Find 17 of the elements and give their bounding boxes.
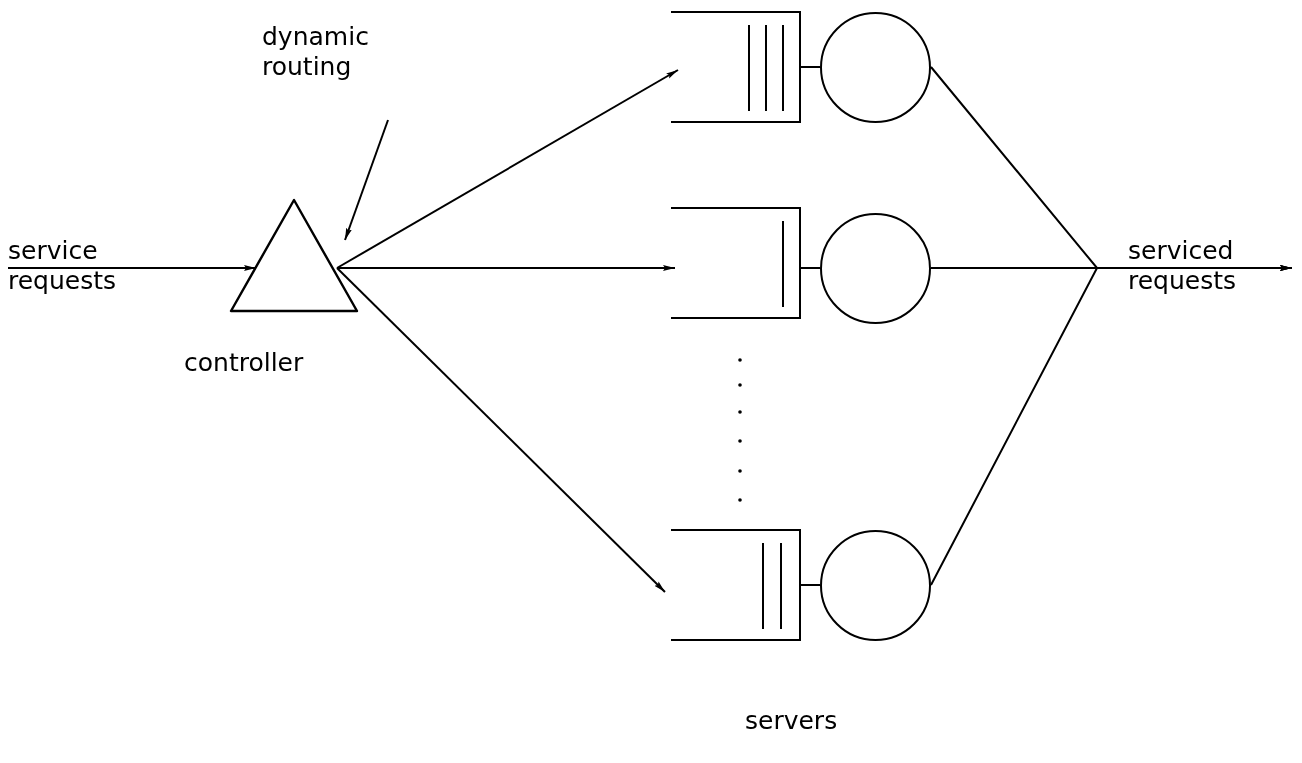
- annotation-text: serviced requests: [1128, 236, 1238, 296]
- queue-symbol: [671, 207, 801, 319]
- server-circle: [820, 530, 931, 641]
- server-circle: [820, 12, 931, 123]
- arrow: [7, 265, 257, 271]
- caption-text: controller: [184, 348, 304, 378]
- arrow: [336, 265, 676, 271]
- arrow: [336, 267, 666, 593]
- queue-symbol: [671, 529, 801, 641]
- arrow: [336, 69, 679, 269]
- server-circle: [820, 213, 931, 324]
- annotation-text: service requests: [8, 236, 118, 296]
- arrow: [344, 119, 389, 241]
- arrow: [930, 265, 1293, 586]
- flow-label: servers: [745, 706, 838, 736]
- annotation-text: dynamic routing: [262, 22, 370, 82]
- queue-symbol: [671, 11, 801, 123]
